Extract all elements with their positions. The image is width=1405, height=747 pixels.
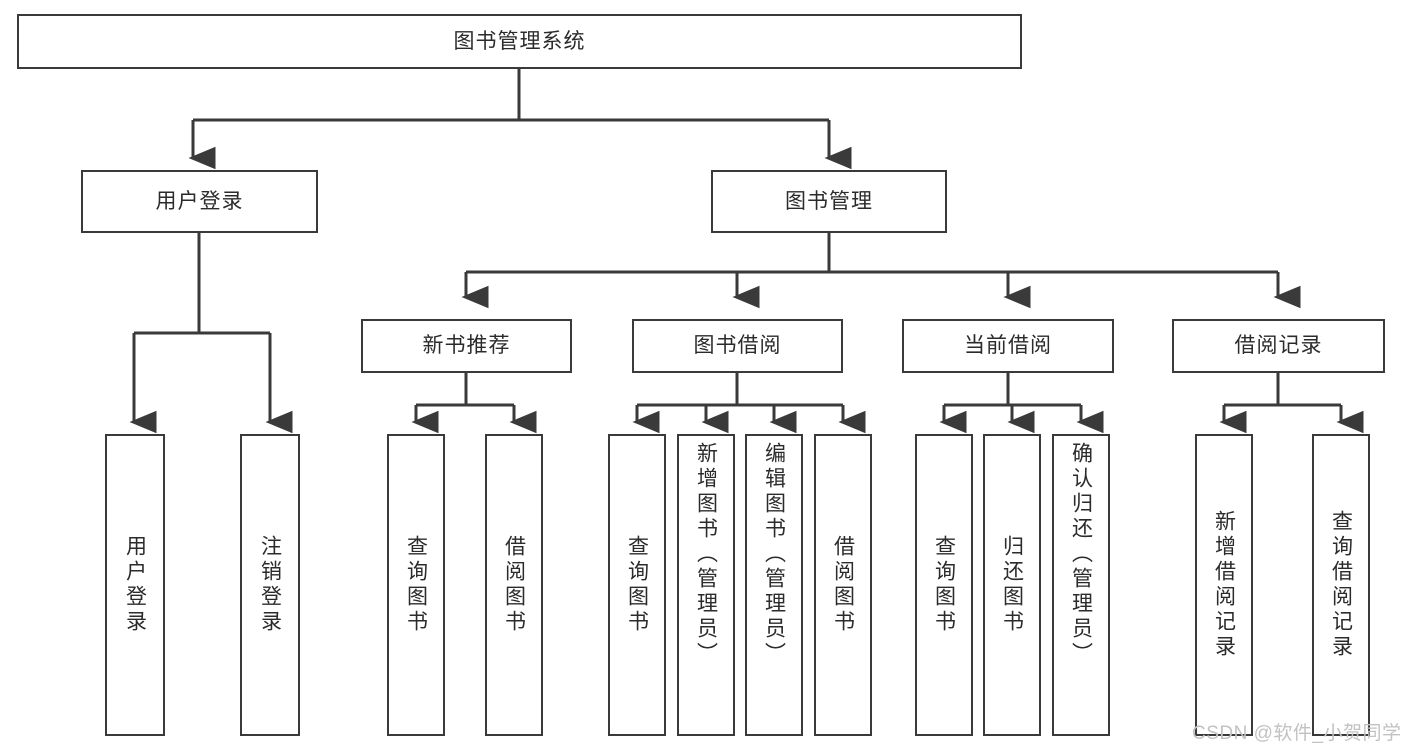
node-label: 查询借阅记录 xyxy=(1329,510,1353,660)
node-new-book-recommend[interactable]: 新书推荐 xyxy=(361,319,572,373)
node-label: 图书管理 xyxy=(785,189,873,213)
node-leaf-borrow-book-recommend[interactable]: 借阅图书 xyxy=(485,434,543,736)
node-label: 查询图书 xyxy=(625,535,649,635)
node-label: 图书借阅 xyxy=(693,334,782,358)
connectors-borrow-record-to-leaves xyxy=(1219,373,1364,434)
node-label: 确认归还（管理员） xyxy=(1069,442,1093,667)
node-label: 查询图书 xyxy=(932,535,956,635)
node-label: 用户登录 xyxy=(155,189,244,213)
node-leaf-confirm-return[interactable]: 确认归还（管理员） xyxy=(1052,434,1110,736)
node-leaf-query-borrow-record[interactable]: 查询借阅记录 xyxy=(1312,434,1370,736)
node-leaf-return-book[interactable]: 归还图书 xyxy=(983,434,1041,736)
node-root-book-management-system[interactable]: 图书管理系统 xyxy=(17,14,1022,69)
connectors-current-borrow-to-leaves xyxy=(939,373,1104,434)
node-leaf-edit-book[interactable]: 编辑图书（管理员） xyxy=(745,434,803,736)
node-borrow-record[interactable]: 借阅记录 xyxy=(1172,319,1385,373)
connectors-root-to-level2 xyxy=(188,69,852,170)
connectors-user-login-to-leaves xyxy=(129,233,293,434)
node-leaf-query-book-borrow[interactable]: 查询图书 xyxy=(608,434,666,736)
node-label: 查询图书 xyxy=(404,535,428,635)
node-label: 借阅记录 xyxy=(1234,334,1323,358)
connectors-book-borrow-to-leaves xyxy=(632,373,866,434)
node-current-borrow[interactable]: 当前借阅 xyxy=(902,319,1114,373)
node-label: 图书管理系统 xyxy=(453,29,586,53)
node-label: 注销登录 xyxy=(258,535,282,635)
node-book-manage[interactable]: 图书管理 xyxy=(711,170,947,233)
node-user-login[interactable]: 用户登录 xyxy=(81,170,318,233)
connectors-book-manage-to-level3 xyxy=(461,233,1301,309)
node-leaf-user-login[interactable]: 用户登录 xyxy=(105,434,165,736)
node-label: 归还图书 xyxy=(1000,535,1024,635)
node-leaf-add-book[interactable]: 新增图书（管理员） xyxy=(677,434,735,736)
csdn-watermark: CSDN @软件_小贺同学 xyxy=(1192,723,1402,744)
node-label: 借阅图书 xyxy=(831,535,855,635)
node-label: 借阅图书 xyxy=(502,535,526,635)
node-leaf-query-book-recommend[interactable]: 查询图书 xyxy=(387,434,445,736)
node-label: 当前借阅 xyxy=(964,334,1052,358)
node-label: 新增借阅记录 xyxy=(1212,510,1236,660)
node-leaf-borrow-book[interactable]: 借阅图书 xyxy=(814,434,872,736)
node-label: 编辑图书（管理员） xyxy=(762,442,786,667)
connectors-new-book-recommend-to-leaves xyxy=(411,373,537,434)
node-book-borrow[interactable]: 图书借阅 xyxy=(632,319,843,373)
node-label: 新增图书（管理员） xyxy=(694,442,718,667)
node-leaf-add-borrow-record[interactable]: 新增借阅记录 xyxy=(1195,434,1253,736)
node-label: 用户登录 xyxy=(123,535,147,635)
node-leaf-query-book-current[interactable]: 查询图书 xyxy=(915,434,973,736)
node-leaf-logout-login[interactable]: 注销登录 xyxy=(240,434,300,736)
node-label: 新书推荐 xyxy=(422,334,511,358)
